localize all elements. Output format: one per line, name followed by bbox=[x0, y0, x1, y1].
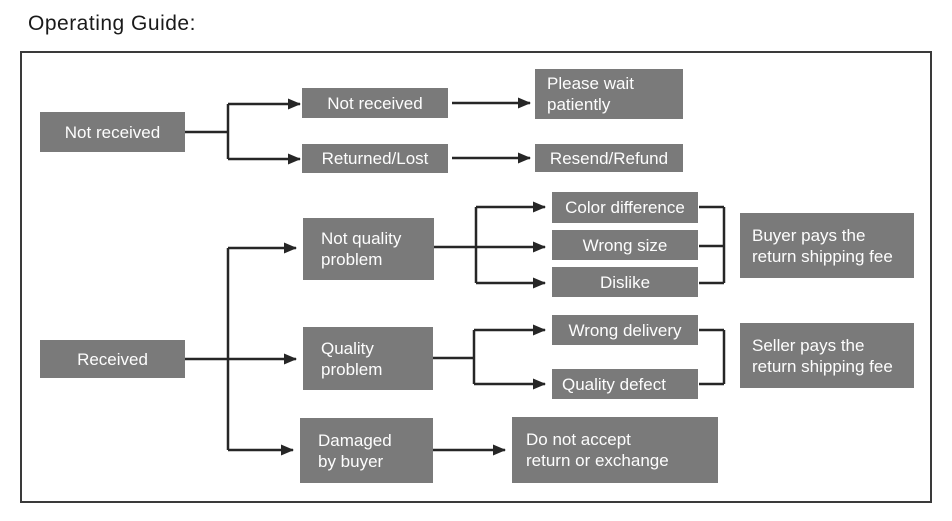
node-returned-lost: Returned/Lost bbox=[302, 144, 448, 173]
node-buyer-pays-fee: Buyer pays the return shipping fee bbox=[740, 213, 914, 278]
node-not-quality-problem: Not quality problem bbox=[303, 218, 434, 280]
node-seller-pays-fee: Seller pays the return shipping fee bbox=[740, 323, 914, 388]
node-wrong-delivery: Wrong delivery bbox=[552, 315, 698, 345]
page-title: Operating Guide: bbox=[28, 12, 196, 35]
node-please-wait: Please wait patiently bbox=[535, 69, 683, 119]
node-color-difference: Color difference bbox=[552, 192, 698, 223]
diagram-frame bbox=[20, 51, 932, 503]
node-do-not-accept: Do not accept return or exchange bbox=[512, 417, 718, 483]
node-not-received-main: Not received bbox=[40, 112, 185, 152]
node-dislike: Dislike bbox=[552, 267, 698, 297]
node-not-received-sub: Not received bbox=[302, 88, 448, 118]
node-resend-refund: Resend/Refund bbox=[535, 144, 683, 172]
node-wrong-size: Wrong size bbox=[552, 230, 698, 260]
node-quality-problem: Quality problem bbox=[303, 327, 433, 390]
node-quality-defect: Quality defect bbox=[552, 369, 698, 399]
node-damaged-by-buyer: Damaged by buyer bbox=[300, 418, 433, 483]
node-received: Received bbox=[40, 340, 185, 378]
